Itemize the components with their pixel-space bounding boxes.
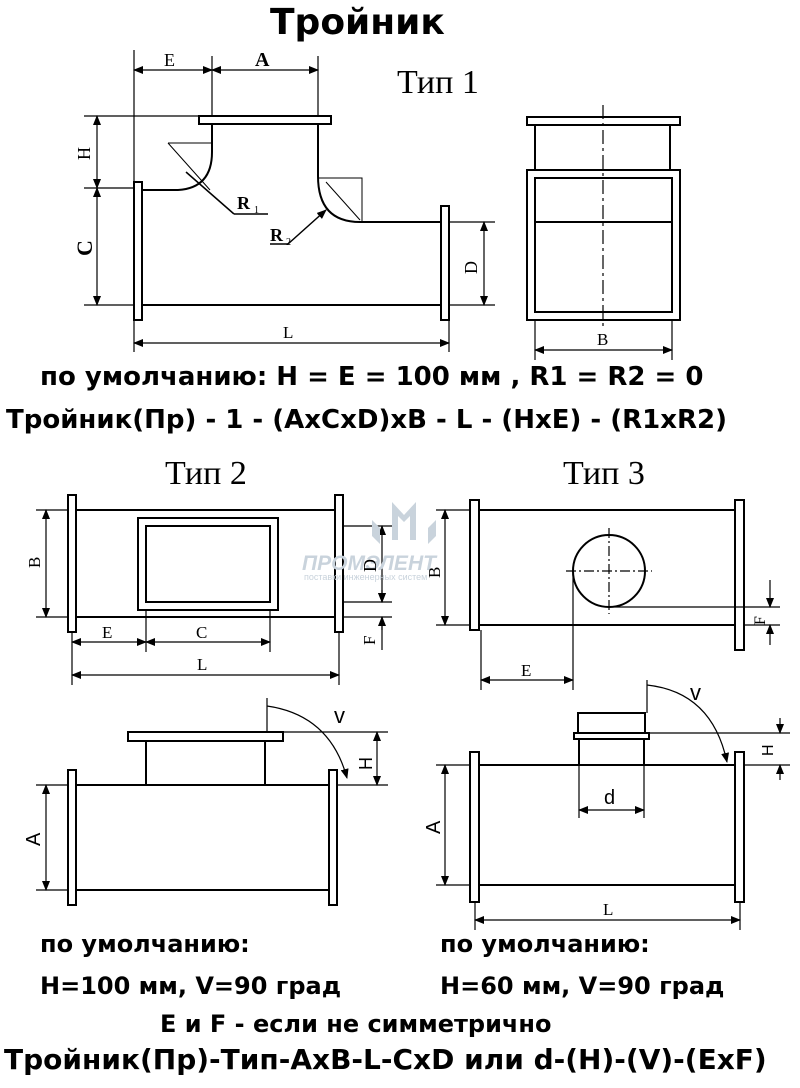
dim-F-type2: F <box>360 636 379 645</box>
watermark-logo: ПРОМЭЛЕНТ поставки инженерных систем <box>302 502 438 582</box>
type2-label: Тип 2 <box>165 455 247 492</box>
dim-A-type3: A <box>423 820 445 834</box>
dim-E-type1: E <box>164 50 175 70</box>
dim-L-type1: L <box>283 323 293 342</box>
type23-formula: Тройник(Пр)-Тип-AxB-L-CxD или d-(H)-(V)-… <box>4 1043 767 1076</box>
type2-front-view <box>36 698 388 906</box>
type1-label: Тип 1 <box>397 64 479 101</box>
type2-top-view <box>36 494 392 685</box>
watermark-tagline: поставки инженерных систем <box>304 572 427 582</box>
type3-front-view <box>436 680 790 930</box>
dim-C-type2: C <box>196 623 207 642</box>
type1-formula: Тройник(Пр) - 1 - (AxCxD)xB - L - (HxE) … <box>6 405 728 435</box>
dim-F-type3: F <box>752 616 769 625</box>
type3-label: Тип 3 <box>563 455 645 492</box>
dim-d-type3: d <box>604 787 615 809</box>
dim-B-type3: B <box>425 567 444 578</box>
dim-B-type1: B <box>597 330 608 349</box>
type2-defaults-heading: по умолчанию: <box>40 930 250 958</box>
dim-R1: R <box>237 193 251 213</box>
dim-B-type2: B <box>25 557 44 568</box>
type2-defaults-values: H=100 мм, V=90 град <box>40 972 342 1000</box>
dim-L-type3: L <box>603 900 613 919</box>
dim-R2-sub: 2 <box>286 237 291 248</box>
page-title: Тройник <box>270 2 445 43</box>
dim-E-type2: E <box>102 623 112 642</box>
type1-side-view <box>526 105 681 360</box>
dimension-labels: E A H C D L R 1 R 2 B B D F E C L A H v … <box>23 49 777 919</box>
dim-V-type2: v <box>334 703 345 728</box>
type3-defaults-values: H=60 мм, V=90 град <box>440 972 725 1000</box>
type1-defaults: по умолчанию: H = E = 100 мм , R1 = R2 =… <box>40 362 704 392</box>
dim-H-type3: H <box>760 744 777 756</box>
dim-H-type2: H <box>356 757 376 770</box>
dim-C-type1: C <box>72 240 97 256</box>
type3-defaults-heading: по умолчанию: <box>440 930 650 958</box>
type3-top-view <box>436 499 780 690</box>
dim-D-type2: D <box>360 559 380 572</box>
asymmetry-note: E и F - если не симметрично <box>160 1010 552 1038</box>
dim-A-type1: A <box>255 49 270 71</box>
watermark-name: ПРОМЭЛЕНТ <box>302 552 438 575</box>
dim-D-type1: D <box>461 261 481 274</box>
dim-H-type1: H <box>74 147 94 160</box>
type1-front-view <box>84 50 495 352</box>
dim-A-type2: A <box>23 832 45 846</box>
dim-E-type3: E <box>521 661 531 680</box>
dim-L-type2: L <box>197 655 207 674</box>
dim-R1-sub: 1 <box>254 205 259 216</box>
dim-R2: R <box>270 225 284 245</box>
dim-V-type3: v <box>690 680 701 705</box>
